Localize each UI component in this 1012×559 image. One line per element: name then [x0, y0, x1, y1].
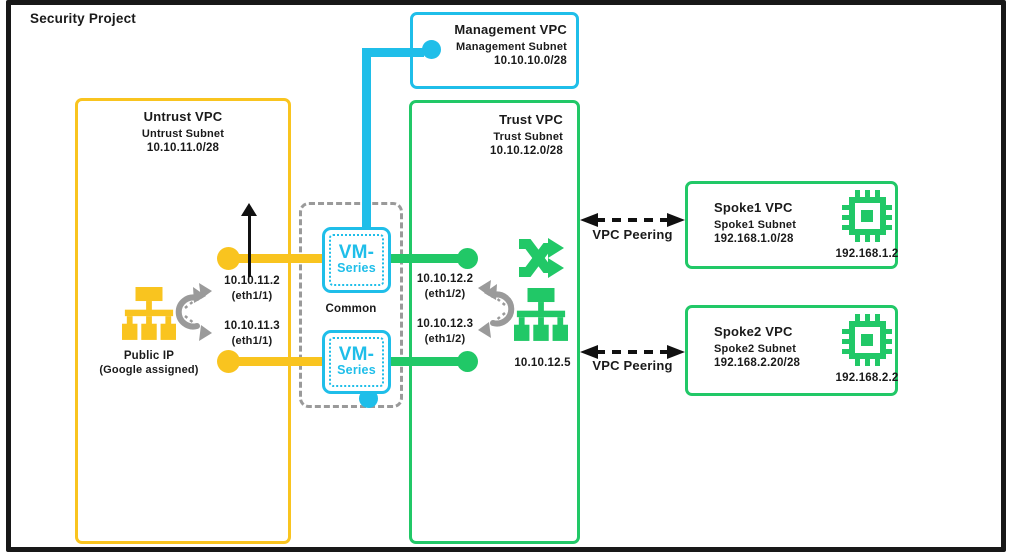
- internal-load-balancer-icon: [514, 288, 568, 341]
- vpc-trust-text: Trust VPC Trust Subnet 10.10.12.0/28: [412, 112, 563, 157]
- trust-endpoint-dot-fw1: [457, 248, 478, 269]
- vpc-subnet: Trust Subnet: [493, 131, 563, 143]
- vm-label-line2: Series: [337, 261, 376, 276]
- vpc-peering-label-spoke1: VPC Peering: [592, 227, 673, 242]
- interface-eth: (eth1/1): [231, 335, 273, 347]
- management-link-line-vertical: [362, 48, 371, 230]
- vpc-cidr: 10.10.10.0/28: [494, 55, 567, 67]
- vpc-subnet: Untrust Subnet: [141, 128, 225, 140]
- vpc-untrust-text: Untrust VPC Untrust Subnet 10.10.11.0/28: [78, 109, 288, 154]
- vm-series-label: VM- Series: [329, 234, 384, 286]
- spoke2-instance: 192.168.2.2: [834, 314, 900, 384]
- trust-link-line-fw1: [388, 254, 468, 263]
- arrow-head-left-icon: [580, 213, 598, 227]
- dashed-arrow-shaft: [596, 350, 669, 354]
- vpc-cidr: 192.168.2.20/28: [714, 357, 801, 369]
- management-endpoint-dot: [422, 40, 441, 59]
- vpc-peering-label-spoke2: VPC Peering: [592, 358, 673, 373]
- vpc-peering-arrow-spoke1: [580, 213, 685, 227]
- vpc-subnet: Spoke2 Subnet: [714, 343, 797, 355]
- diagram-outer-frame: [6, 0, 1006, 552]
- vpc-subnet: Spoke1 Subnet: [714, 219, 797, 231]
- spoke2-instance-ip: 192.168.2.2: [835, 372, 899, 384]
- untrust-endpoint-dot-fw2: [217, 350, 240, 373]
- public-ip-label: Public IP (Google assigned): [93, 350, 205, 376]
- common-firewall-group-box: [299, 202, 403, 408]
- vm-series-label: VM- Series: [329, 337, 384, 387]
- internal-lb-ip-label: 10.10.12.5: [514, 357, 571, 369]
- vpc-title: Trust VPC: [499, 112, 563, 127]
- vm-series-firewall-1: VM- Series: [322, 227, 391, 293]
- interface-eth: (eth1/2): [424, 288, 466, 300]
- interface-ip: 10.10.11.3: [224, 320, 280, 332]
- vpc-box-spoke2: Spoke2 VPC Spoke2 Subnet 192.168.2.20/28…: [685, 305, 898, 396]
- vpc-cidr: 192.168.1.0/28: [714, 233, 794, 245]
- arrow-head-left-icon: [580, 345, 598, 359]
- management-link-line-horizontal: [362, 48, 424, 57]
- interface-label-untrust-fw1: 10.10.11.2 (eth1/1): [207, 275, 297, 302]
- untrust-link-line-fw2: [228, 357, 325, 366]
- spoke1-instance: 192.168.1.2: [834, 190, 900, 260]
- up-arrow-head-icon: [241, 203, 257, 216]
- interface-ip: 10.10.11.2: [224, 275, 280, 287]
- untrust-link-line-fw1: [228, 254, 325, 263]
- vpc-box-trust: Trust VPC Trust Subnet 10.10.12.0/28: [409, 100, 580, 544]
- trust-link-line-fw2: [388, 357, 468, 366]
- common-group-label: Common: [325, 303, 377, 315]
- vpc-title: Management VPC: [454, 22, 567, 37]
- up-arrow-icon: [248, 215, 251, 277]
- public-ip-line2: (Google assigned): [99, 364, 199, 376]
- vpc-cidr: 10.10.12.0/28: [490, 145, 563, 157]
- vpc-box-management: Management VPC Management Subnet 10.10.1…: [410, 12, 579, 89]
- public-load-balancer-icon: [122, 287, 176, 340]
- vpc-box-spoke1: Spoke1 VPC Spoke1 Subnet 192.168.1.0/28 …: [685, 181, 898, 269]
- vm-series-firewall-2: VM- Series: [322, 330, 391, 394]
- public-ip-line1: Public IP: [123, 350, 175, 362]
- vm-label-line2: Series: [337, 363, 376, 378]
- failover-arrow-icon-trust: [478, 280, 515, 338]
- vpc-title: Untrust VPC: [143, 109, 223, 124]
- arrow-head-right-icon: [667, 213, 685, 227]
- cpu-chip-icon: [842, 190, 892, 242]
- interface-eth: (eth1/2): [424, 333, 466, 345]
- vm-label-line1: VM-: [338, 344, 375, 366]
- interface-ip: 10.10.12.3: [416, 318, 474, 330]
- vpc-title: Spoke2 VPC: [714, 324, 793, 339]
- vpc-management-text: Management VPC Management Subnet 10.10.1…: [413, 22, 567, 67]
- vpc-box-untrust: Untrust VPC Untrust Subnet 10.10.11.0/28: [75, 98, 291, 544]
- vpc-cidr: 10.10.11.0/28: [146, 142, 220, 154]
- vpc-title: Spoke1 VPC: [714, 200, 793, 215]
- interface-label-trust-fw1: 10.10.12.2 (eth1/2): [400, 273, 490, 300]
- vpc-peering-arrow-spoke2: [580, 345, 685, 359]
- vpc-spoke2-text: Spoke2 VPC Spoke2 Subnet 192.168.2.20/28: [714, 324, 800, 369]
- vpc-subnet: Management Subnet: [456, 41, 567, 53]
- interface-ip: 10.10.12.2: [416, 273, 474, 285]
- failover-arrow-icon-untrust: [175, 283, 212, 341]
- page-title: Security Project: [30, 11, 136, 26]
- vpc-spoke1-text: Spoke1 VPC Spoke1 Subnet 192.168.1.0/28: [714, 200, 796, 245]
- untrust-endpoint-dot-fw1: [217, 247, 240, 270]
- interface-eth: (eth1/1): [231, 290, 273, 302]
- dashed-arrow-shaft: [596, 218, 669, 222]
- spoke1-instance-ip: 192.168.1.2: [835, 248, 899, 260]
- vm-label-line1: VM-: [338, 242, 375, 264]
- interface-label-trust-fw2: 10.10.12.3 (eth1/2): [400, 318, 490, 345]
- trust-endpoint-dot-fw2: [457, 351, 478, 372]
- cpu-chip-icon: [842, 314, 892, 366]
- traffic-shuffle-icon: [519, 238, 564, 278]
- arrow-head-right-icon: [667, 345, 685, 359]
- interface-label-untrust-fw2: 10.10.11.3 (eth1/1): [207, 320, 297, 347]
